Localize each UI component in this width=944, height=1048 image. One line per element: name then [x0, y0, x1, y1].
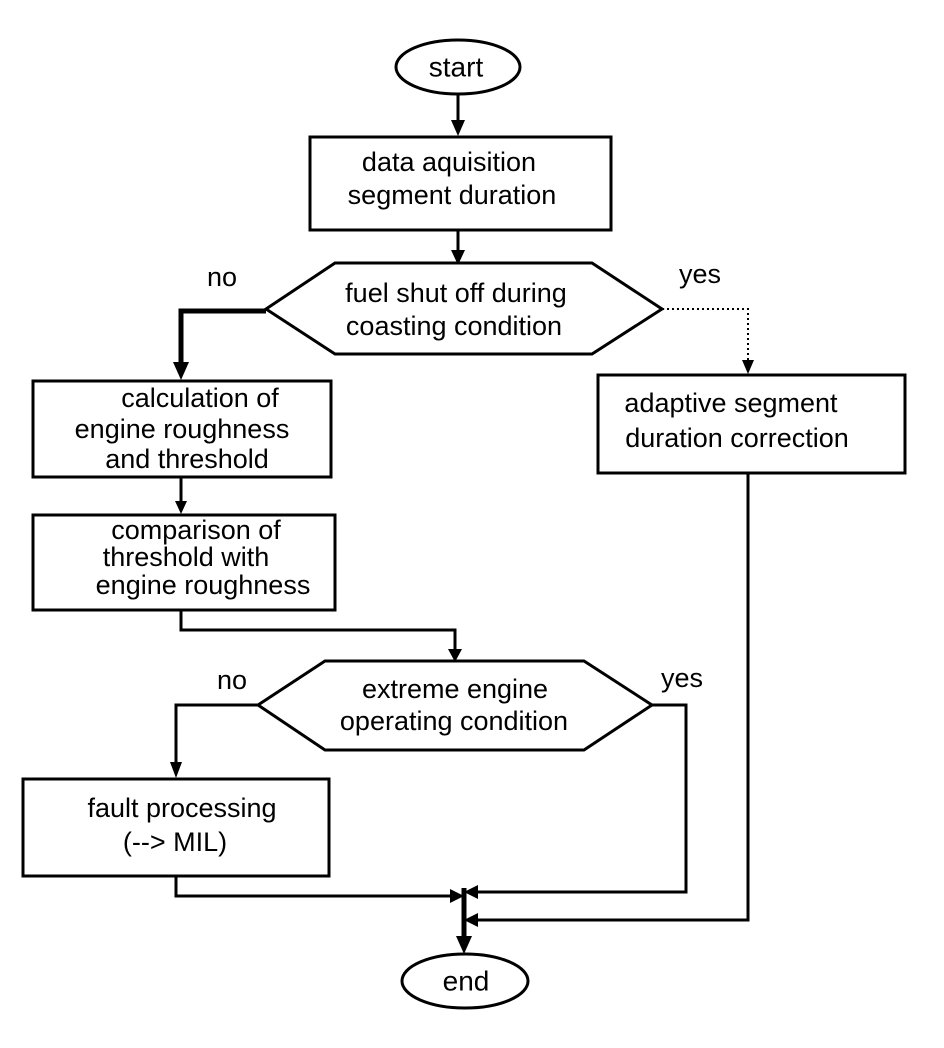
extreme-decision-no-label: no	[217, 665, 247, 695]
data-acquisition-line-2: segment duration	[348, 180, 557, 210]
connector-extreme-yes-to-merge	[476, 703, 688, 894]
comparison-line-2: threshold with	[103, 542, 270, 572]
fault-processing-box: fault processing (--> MIL)	[21, 777, 331, 878]
arrow-head	[451, 250, 465, 265]
adaptive-line-2: duration correction	[625, 423, 849, 453]
arrow-head	[173, 362, 189, 380]
fuel-decision-no-label: no	[207, 262, 237, 292]
fuel-decision-yes-label: yes	[679, 259, 721, 289]
arrow-head	[464, 913, 478, 927]
arrow-head	[451, 120, 465, 136]
fuel-shutoff-decision: fuel shut off during coasting condition	[263, 261, 665, 356]
extreme-condition-decision: extreme engine operating condition	[255, 659, 655, 752]
connectors	[170, 93, 754, 954]
arrow-head	[170, 762, 182, 778]
arrow-head	[464, 885, 478, 899]
arrow-head	[456, 936, 472, 954]
arrow-head	[742, 360, 754, 374]
adaptive-line-1: adaptive segment	[624, 388, 838, 418]
connector-adaptive-to-merge	[476, 473, 750, 922]
adaptive-correction-box: adaptive segment duration correction	[596, 373, 907, 475]
fault-line-1: fault processing	[87, 793, 276, 823]
calculation-box: calculation of engine roughness and thre…	[31, 379, 333, 479]
connector-fault-to-merge	[174, 876, 452, 898]
connector-comparison-to-extreme-decision	[179, 610, 457, 650]
arrow-head	[450, 889, 464, 903]
calculation-line-1: calculation of	[121, 383, 279, 413]
fuel-decision-line-1: fuel shut off during	[345, 278, 567, 308]
data-acquisition-box: data aquisition segment duration	[308, 135, 613, 232]
end-terminal: end	[400, 952, 530, 1010]
connector-fuel-no-to-calculation	[178, 308, 266, 368]
extreme-decision-line-1: extreme engine	[362, 674, 548, 704]
connector-extreme-no-to-fault	[174, 703, 258, 765]
connector-fuel-yes-to-adaptive	[662, 308, 749, 362]
calculation-line-3: and threshold	[105, 444, 269, 474]
comparison-line-3: engine roughness	[96, 570, 311, 600]
arrow-head	[448, 649, 462, 662]
start-terminal: start	[394, 38, 522, 96]
comparison-box: comparison of threshold with engine roug…	[31, 513, 337, 612]
start-label: start	[429, 52, 484, 83]
fault-line-2: (--> MIL)	[123, 827, 227, 857]
arrow-head	[175, 501, 187, 514]
extreme-decision-line-2: operating condition	[340, 706, 568, 736]
calculation-line-2: engine roughness	[75, 414, 290, 444]
comparison-line-1: comparison of	[111, 515, 281, 545]
extreme-decision-yes-label: yes	[661, 663, 703, 693]
end-label: end	[443, 966, 490, 997]
fuel-decision-line-2: coasting condition	[346, 311, 562, 341]
data-acquisition-line-1: data aquisition	[362, 147, 536, 177]
